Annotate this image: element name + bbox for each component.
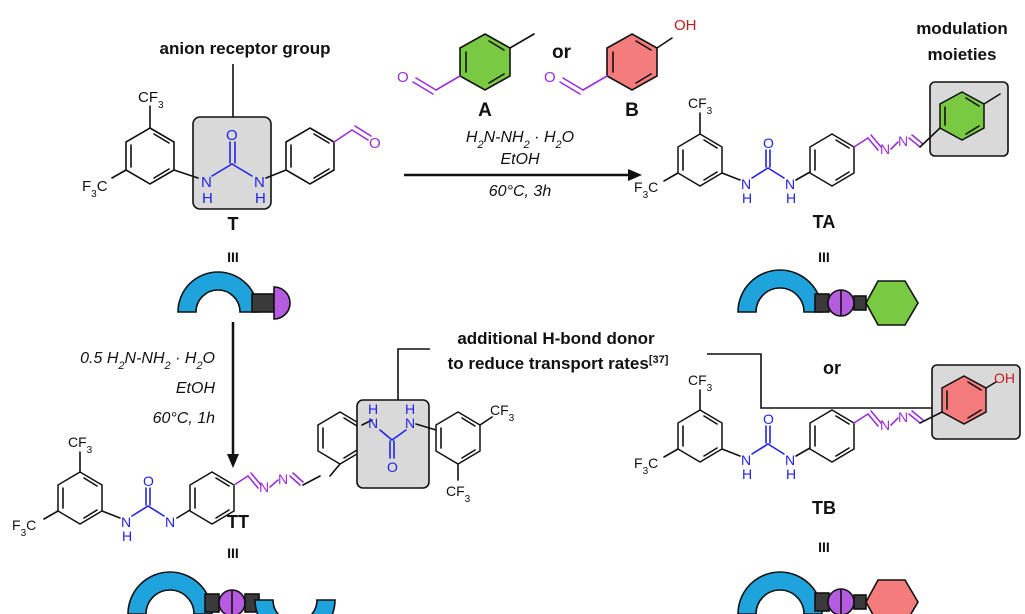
svg-text:O: O xyxy=(387,459,398,475)
svg-text:H: H xyxy=(202,190,213,207)
conditions-left-solvent: EtOH xyxy=(176,380,216,397)
reagent-b: OH O B xyxy=(544,17,697,121)
svg-text:H: H xyxy=(786,466,796,482)
label-tb: TB xyxy=(812,498,836,518)
svg-text:N: N xyxy=(785,452,795,468)
svg-text:N: N xyxy=(880,417,890,433)
cf3-t-top: CF3 xyxy=(138,89,164,111)
moieties-label: moieties xyxy=(928,45,997,64)
equiv-t: III xyxy=(227,249,239,265)
cf3-tt-right-bottom: CF3 xyxy=(446,483,471,505)
cartoon-ta xyxy=(737,269,919,326)
svg-text:H: H xyxy=(405,401,415,417)
arrow-head-down xyxy=(227,454,239,468)
conditions-top-temp: 60°C, 3h xyxy=(489,183,552,200)
hbond-pointer-right xyxy=(707,353,932,409)
svg-text:N: N xyxy=(165,514,175,530)
cf3-ta-left: F3C xyxy=(634,179,658,201)
arrow-head-right xyxy=(628,169,642,181)
receptor-box-t xyxy=(192,116,272,210)
svg-text:N: N xyxy=(201,174,212,191)
hydroxyl-b: OH xyxy=(674,17,697,34)
cf3-tt-right-top: CF3 xyxy=(490,402,515,424)
equiv-ta: III xyxy=(818,249,830,265)
receptor-box-tt xyxy=(356,399,430,489)
svg-text:N: N xyxy=(898,409,908,425)
svg-text:O: O xyxy=(763,135,774,151)
or-top-label: or xyxy=(552,42,572,63)
svg-text:N: N xyxy=(121,514,131,530)
aldehyde-o-a: O xyxy=(397,69,409,86)
svg-text:O: O xyxy=(369,135,381,152)
anion-receptor-label: anion receptor group xyxy=(160,39,331,58)
linker-shape xyxy=(251,293,275,313)
hydroxyl-tb: OH xyxy=(994,370,1015,386)
reagent-a: O A xyxy=(397,33,535,121)
svg-text:N: N xyxy=(368,415,378,431)
cf3-tb-top: CF3 xyxy=(688,372,713,394)
cf3-ta-top: CF3 xyxy=(688,95,713,117)
svg-text:H: H xyxy=(255,190,266,207)
conditions-left-reagent: 0.5 H2N-NH2 · H2O xyxy=(80,350,215,372)
svg-text:N: N xyxy=(259,479,269,495)
cf3-tt-top: CF3 xyxy=(68,434,93,456)
label-ta: TA xyxy=(813,212,836,232)
svg-text:O: O xyxy=(226,127,238,144)
svg-text:N: N xyxy=(880,141,890,157)
modulation-label: modulation xyxy=(916,19,1008,38)
svg-text:H: H xyxy=(742,466,752,482)
conditions-left-temp: 60°C, 1h xyxy=(153,410,216,427)
aldehyde-half-circle xyxy=(273,286,291,320)
cartoon-tb xyxy=(737,571,919,614)
svg-text:N: N xyxy=(741,452,751,468)
cartoon-tt xyxy=(127,571,336,614)
reagent-b-ring xyxy=(606,33,658,91)
equiv-tb: III xyxy=(818,539,830,555)
svg-text:H: H xyxy=(742,190,752,206)
cf3-tt-left: F3C xyxy=(12,517,36,539)
or-right-label: or xyxy=(823,358,841,378)
hbond-label-line1: additional H-bond donor xyxy=(457,329,655,348)
hbond-pointer-left xyxy=(397,348,430,401)
methyl-bond xyxy=(509,33,535,49)
svg-text:N: N xyxy=(405,415,415,431)
svg-text:N: N xyxy=(898,133,908,149)
compound-ta: CF3 F3C N H O N H N N TA III xyxy=(634,81,1009,265)
receptor-shape xyxy=(177,271,259,313)
svg-text:N: N xyxy=(254,174,265,191)
compound-tb: CF3 F3C N H O N H N N OH TB III xyxy=(634,364,1021,555)
compound-t: CF3 F3C N H O N H O T III xyxy=(82,89,381,265)
svg-text:N: N xyxy=(785,176,795,192)
equiv-tt: III xyxy=(227,545,239,561)
svg-text:N: N xyxy=(741,176,751,192)
svg-text:H: H xyxy=(122,528,132,544)
label-tt: TT xyxy=(227,512,249,532)
cartoon-t xyxy=(177,271,291,320)
compound-tt: CF3 F3C N H O N N N H N xyxy=(12,399,515,561)
label-a: A xyxy=(478,100,492,121)
aldehyde-o-b: O xyxy=(544,69,556,86)
svg-text:O: O xyxy=(143,473,154,489)
label-t: T xyxy=(228,214,239,234)
svg-text:H: H xyxy=(368,401,378,417)
red-hexagon xyxy=(865,579,919,614)
svg-text:O: O xyxy=(763,411,774,427)
cf3-t-left: F3C xyxy=(82,178,108,200)
svg-text:H: H xyxy=(786,190,796,206)
conditions-top-solvent: EtOH xyxy=(500,151,540,168)
green-hexagon xyxy=(865,280,919,326)
cf3-tb-left: F3C xyxy=(634,455,658,477)
label-b: B xyxy=(625,100,639,121)
hbond-label-line2: to reduce transport rates[37] xyxy=(448,354,669,373)
reagent-a-ring xyxy=(459,33,511,91)
svg-text:N: N xyxy=(278,471,288,487)
conditions-top-reagent: H2N-NH2 · H2O xyxy=(466,129,574,151)
